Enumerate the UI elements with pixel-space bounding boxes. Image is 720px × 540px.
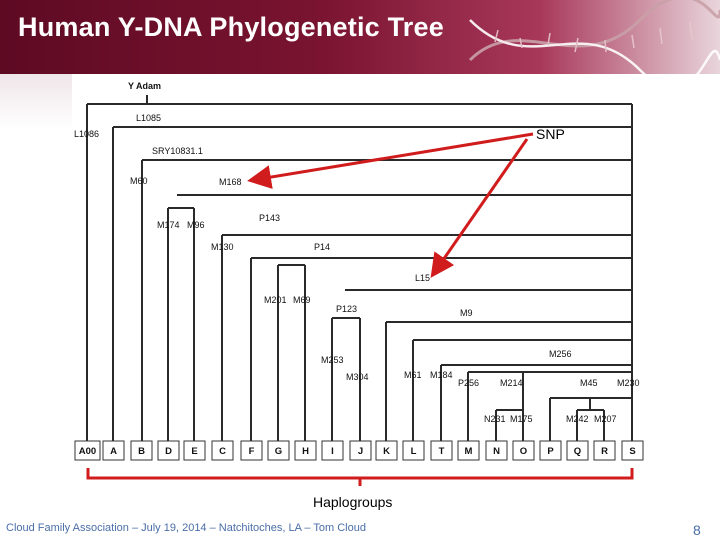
svg-text:A: A — [110, 446, 117, 457]
haplogroup-box: C — [211, 440, 234, 461]
svg-text:I: I — [331, 446, 334, 457]
haplogroup-box: R — [593, 440, 616, 461]
snp-label: P14 — [314, 242, 330, 252]
svg-text:C: C — [219, 446, 226, 457]
haplogroup-box: A — [102, 440, 125, 461]
header-gradient — [0, 74, 72, 130]
snp-label: M184 — [430, 370, 453, 380]
svg-text:S: S — [629, 446, 635, 457]
haplogroup-box: L — [402, 440, 425, 461]
haplogroup-box: I — [321, 440, 344, 461]
haplogroup-box: O — [512, 440, 535, 461]
haplogroups-bracket — [86, 468, 634, 486]
haplogroup-box: S — [621, 440, 644, 461]
haplogroup-box: N — [485, 440, 508, 461]
snp-arrow-m168 — [247, 132, 534, 189]
haplogroup-box: Q — [566, 440, 589, 461]
svg-text:A00: A00 — [79, 446, 96, 457]
svg-text:G: G — [275, 446, 282, 457]
snp-label: P123 — [336, 304, 357, 314]
snp-label: M230 — [617, 378, 640, 388]
svg-text:R: R — [601, 446, 608, 457]
snp-label: M69 — [293, 295, 311, 305]
svg-text:L: L — [411, 446, 417, 457]
snp-label: SNP — [536, 126, 565, 142]
dna-helix-icon — [468, 0, 720, 90]
snp-label: M168 — [219, 177, 242, 187]
svg-text:B: B — [138, 446, 145, 457]
haplogroup-box: F — [240, 440, 263, 461]
svg-text:E: E — [191, 446, 197, 457]
snp-label: M242 — [566, 414, 589, 424]
snp-label: SRY10831.1 — [152, 146, 203, 156]
svg-text:H: H — [302, 446, 309, 457]
haplogroup-box: G — [267, 440, 290, 461]
page-number: 8 — [693, 522, 701, 538]
snp-arrow-l15 — [430, 138, 529, 278]
svg-text:P: P — [547, 446, 554, 457]
haplogroup-box: J — [349, 440, 372, 461]
snp-label: M207 — [594, 414, 617, 424]
tree-branches — [86, 95, 633, 441]
snp-label: L15 — [415, 273, 430, 283]
svg-text:D: D — [165, 446, 172, 457]
haplogroup-box: E — [183, 440, 206, 461]
svg-text:O: O — [520, 446, 527, 457]
haplogroup-box: P — [539, 440, 562, 461]
svg-text:M: M — [465, 446, 473, 457]
svg-text:K: K — [383, 446, 390, 457]
snp-labels: Y Adam L1085 L1086 SRY10831.1 M60 M168 M… — [74, 81, 640, 424]
snp-label: M174 — [157, 220, 180, 230]
snp-label: L1086 — [74, 129, 99, 139]
haplogroups-label: Haplogroups — [313, 494, 393, 510]
snp-label: N231 — [484, 414, 506, 424]
haplogroup-box: T — [430, 440, 453, 461]
haplogroup-box: K — [375, 440, 398, 461]
root-label: Y Adam — [128, 81, 161, 91]
snp-label: M45 — [580, 378, 598, 388]
snp-label: L1085 — [136, 113, 161, 123]
svg-text:N: N — [493, 446, 500, 457]
slide-title: Human Y-DNA Phylogenetic Tree — [18, 12, 444, 42]
snp-label: M175 — [510, 414, 533, 424]
snp-label: M214 — [500, 378, 523, 388]
snp-label: M130 — [211, 242, 234, 252]
svg-text:Q: Q — [574, 446, 581, 457]
snp-label: P256 — [458, 378, 479, 388]
snp-label: M96 — [187, 220, 205, 230]
snp-label: M256 — [549, 349, 572, 359]
footer-text: Cloud Family Association – July 19, 2014… — [6, 522, 366, 534]
snp-label: M9 — [460, 308, 473, 318]
haplogroup-box: A00 — [74, 440, 101, 461]
snp-label: M61 — [404, 370, 422, 380]
header-band — [0, 0, 720, 74]
snp-label: P143 — [259, 213, 280, 223]
haplogroup-box: M — [457, 440, 480, 461]
haplogroup-box: D — [157, 440, 180, 461]
snp-label: M253 — [321, 355, 344, 365]
snp-label: M304 — [346, 372, 369, 382]
snp-label: M60 — [130, 176, 148, 186]
svg-text:F: F — [249, 446, 255, 457]
snp-label: M201 — [264, 295, 287, 305]
haplogroup-box: H — [294, 440, 317, 461]
svg-text:J: J — [358, 446, 363, 457]
svg-text:T: T — [439, 446, 445, 457]
haplogroup-boxes: A00 A B D E C F G H I J K L T M N O P Q … — [74, 440, 644, 461]
haplogroup-box: B — [130, 440, 153, 461]
